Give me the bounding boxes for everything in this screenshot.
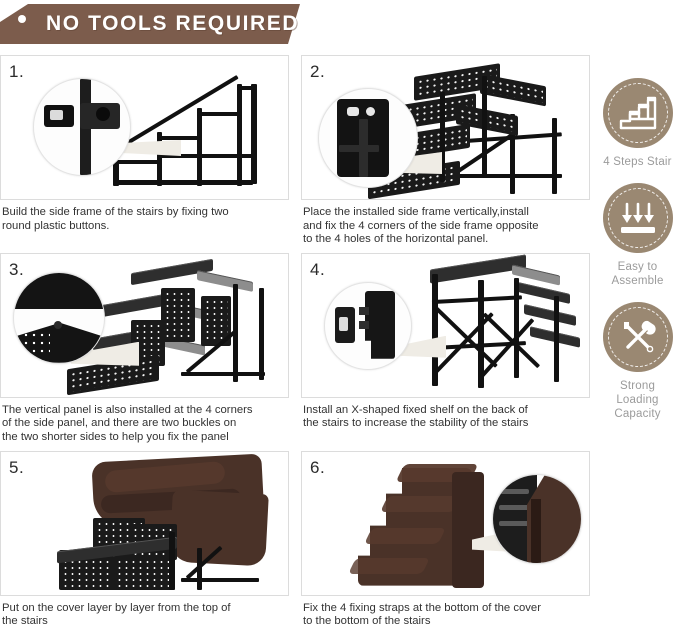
step-cell-3: 3. bbox=[0, 252, 291, 451]
step-caption-4: Install an X-shaped fixed shelf on the b… bbox=[303, 403, 529, 430]
step-cell-4: 4. bbox=[301, 252, 592, 451]
illustration-frame-vertical bbox=[302, 56, 589, 199]
step-caption-6: Fix the 4 fixing straps at the bottom of… bbox=[303, 601, 541, 628]
steps-row-2: 3. bbox=[0, 252, 592, 451]
banner-shape bbox=[0, 4, 300, 44]
down-arrows-icon bbox=[620, 202, 655, 233]
step-image-3: 3. bbox=[0, 252, 289, 398]
steps-grid: 1. bbox=[0, 55, 592, 635]
steps-row-1: 1. bbox=[0, 55, 592, 253]
step-image-2: 2. bbox=[301, 55, 590, 200]
step-caption-2: Place the installed side frame verticall… bbox=[303, 206, 539, 246]
step-cell-1: 1. bbox=[0, 55, 291, 253]
step-image-4: 4. bbox=[301, 252, 590, 398]
callout-closeup-4 bbox=[324, 281, 412, 370]
step-number-2: 2. bbox=[310, 62, 326, 81]
step-number-5: 5. bbox=[9, 457, 25, 477]
callout-closeup-3 bbox=[13, 271, 105, 364]
badge-circle bbox=[602, 302, 673, 372]
step-image-5: 5. bbox=[0, 450, 289, 596]
step-number-1: 1. bbox=[9, 62, 25, 81]
banner-title: NO TOOLS REQUIRED bbox=[46, 12, 300, 35]
badge-circle bbox=[602, 78, 673, 148]
callout-closeup-2 bbox=[318, 88, 418, 188]
header-banner: NO TOOLS REQUIRED bbox=[0, 4, 302, 48]
step-number-6: 6. bbox=[310, 457, 326, 477]
callout-closeup-6 bbox=[492, 473, 582, 564]
illustration-x-shelf bbox=[302, 254, 589, 397]
step-caption-3: The vertical panel is also installed at … bbox=[2, 403, 253, 443]
badge-label: Easy to Assemble bbox=[611, 261, 664, 287]
steps-row-3: 5. P bbox=[0, 450, 592, 635]
illustration-cover-on-frame bbox=[1, 452, 288, 595]
badge-label: 4 Steps Stair bbox=[603, 156, 672, 168]
badge-circle bbox=[602, 183, 673, 253]
badge-easy-to-assemble: Easy to Assemble bbox=[596, 183, 679, 288]
step-image-6: 6. bbox=[301, 450, 590, 596]
illustration-side-frame bbox=[1, 56, 288, 199]
stairs-icon bbox=[619, 96, 656, 130]
punch-hole-icon bbox=[18, 15, 26, 23]
callout-closeup-1 bbox=[33, 78, 131, 176]
illustration-finished-stairs bbox=[302, 452, 589, 595]
badge-strong-loading-capacity: Strong Loading Capacity bbox=[596, 302, 679, 421]
step-cell-5: 5. P bbox=[0, 450, 291, 635]
illustration-vertical-panel bbox=[1, 254, 288, 397]
step-caption-5: Put on the cover layer by layer from the… bbox=[2, 601, 231, 628]
feature-badges: 4 Steps Stair Easy to Assemble bbox=[596, 78, 679, 421]
badge-4-steps-stair: 4 Steps Stair bbox=[596, 78, 679, 169]
step-image-1: 1. bbox=[0, 55, 289, 200]
badge-label: Strong Loading Capacity bbox=[614, 380, 661, 420]
wrench-screwdriver-icon bbox=[623, 320, 656, 353]
step-cell-2: 2. bbox=[301, 55, 592, 253]
step-number-4: 4. bbox=[310, 259, 326, 279]
step-caption-1: Build the side frame of the stairs by fi… bbox=[2, 206, 229, 232]
step-cell-6: 6. bbox=[301, 450, 592, 635]
